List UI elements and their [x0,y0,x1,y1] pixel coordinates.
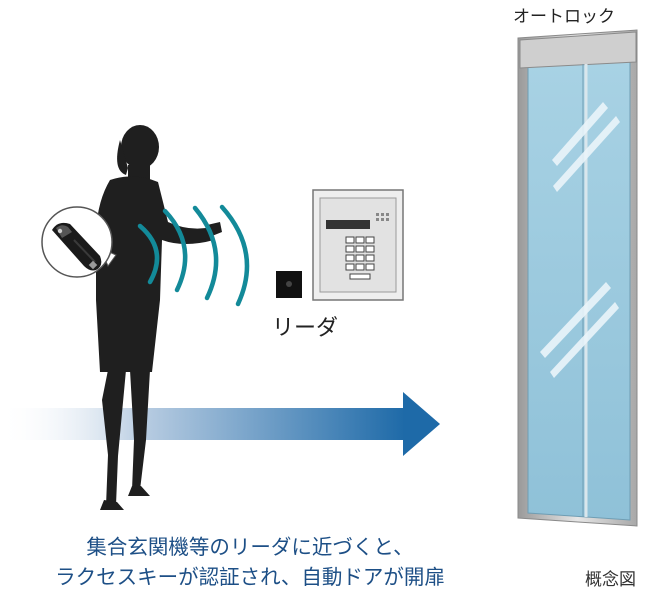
caption: 集合玄関機等のリーダに近づくと、 ラクセスキーが認証され、自動ドアが開扉 [0,532,500,592]
intercom-panel [312,189,404,301]
motion-arrow [0,392,440,456]
key-fob-icon [52,222,102,271]
reader-sensor [276,271,302,298]
concept-note: 概念図 [585,570,636,590]
reader-label: リーダ [272,316,339,341]
auto-door [517,29,638,527]
person-silhouette [96,125,222,510]
key-fob-callout [41,206,117,278]
caption-line-2: ラクセスキーが認証され、自動ドアが開扉 [55,565,445,589]
signal-waves [137,204,250,307]
caption-line-1: 集合玄関機等のリーダに近づくと、 [86,535,414,559]
auto-lock-title: オートロック [513,7,615,27]
